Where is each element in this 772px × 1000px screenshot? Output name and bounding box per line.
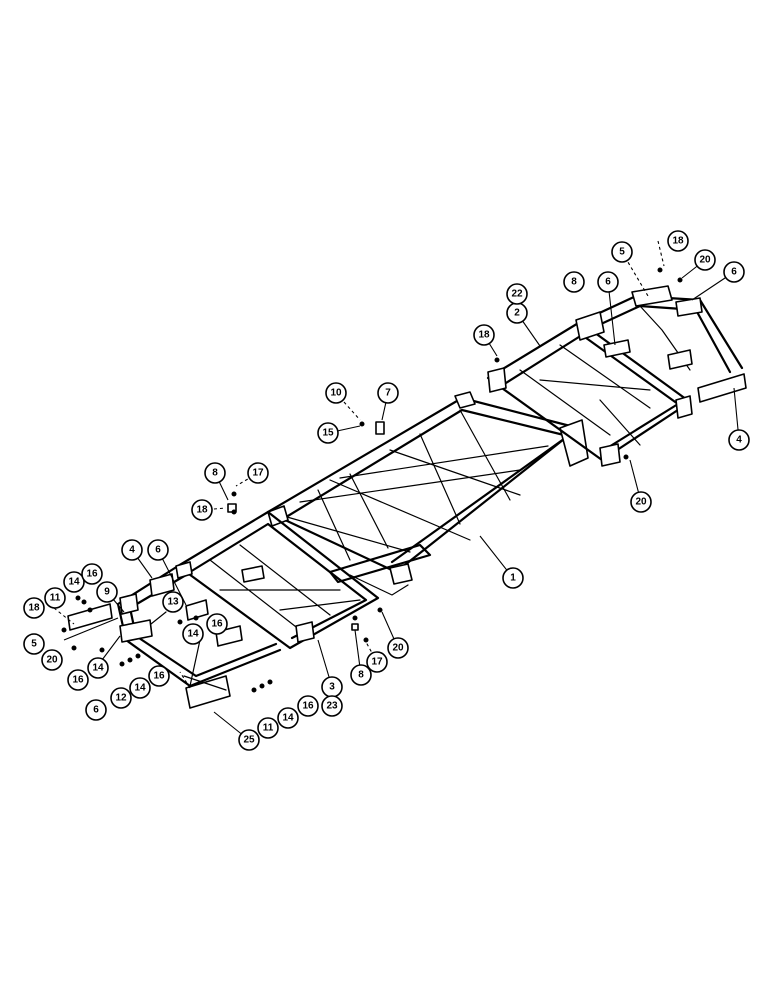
svg-text:4: 4: [736, 435, 742, 446]
svg-text:20: 20: [635, 497, 647, 508]
callout-8-top: 8: [204, 462, 226, 484]
right-wing-frame: [486, 285, 747, 467]
svg-text:7: 7: [385, 388, 391, 399]
callout-18-wing: 18: [473, 324, 495, 346]
svg-text:1: 1: [510, 573, 516, 584]
callout-7: 7: [377, 382, 399, 404]
callout-14-e: 14: [277, 707, 299, 729]
svg-text:2: 2: [514, 308, 520, 319]
svg-text:25: 25: [243, 735, 255, 746]
callout-13: 13: [162, 591, 184, 613]
callout-9: 9: [96, 581, 118, 603]
callout-10: 10: [325, 382, 347, 404]
callout-16-d: 16: [148, 665, 170, 687]
callout-5-left: 5: [23, 633, 45, 655]
svg-text:18: 18: [672, 236, 684, 247]
svg-text:10: 10: [330, 388, 342, 399]
callout-6-right: 6: [723, 261, 745, 283]
callout-18-top: 18: [667, 230, 689, 252]
callout-25: 25: [238, 729, 260, 751]
callout-23: 23: [321, 695, 343, 717]
callout-14-c: 14: [182, 623, 204, 645]
callout-15: 15: [317, 422, 339, 444]
callout-16-a: 16: [81, 563, 103, 585]
callout-6-bottom: 6: [85, 699, 107, 721]
callout-20-top: 20: [694, 249, 716, 271]
svg-text:8: 8: [358, 670, 364, 681]
svg-text:11: 11: [50, 593, 61, 604]
svg-text:20: 20: [46, 655, 58, 666]
svg-text:11: 11: [263, 723, 274, 734]
callout-14-b: 14: [87, 657, 109, 679]
leader-lines: [53, 240, 740, 741]
callout-3: 3: [321, 676, 343, 698]
svg-text:5: 5: [619, 247, 625, 258]
callout-2: 2: [506, 302, 528, 324]
svg-text:6: 6: [605, 277, 611, 288]
callout-22: 22: [506, 283, 528, 305]
svg-text:12: 12: [115, 693, 127, 704]
svg-text:18: 18: [196, 505, 208, 516]
svg-text:6: 6: [155, 545, 161, 556]
svg-text:14: 14: [68, 577, 80, 588]
svg-text:8: 8: [212, 468, 218, 479]
callout-17-top: 17: [247, 462, 269, 484]
callout-5-top: 5: [611, 241, 633, 263]
svg-text:16: 16: [86, 569, 98, 580]
svg-text:18: 18: [28, 603, 40, 614]
svg-text:23: 23: [326, 701, 338, 712]
callout-11-left: 11: [44, 587, 66, 609]
callout-18-left: 18: [23, 597, 45, 619]
svg-text:9: 9: [104, 587, 110, 598]
svg-text:17: 17: [371, 657, 383, 668]
callout-20-right: 20: [630, 491, 652, 513]
svg-text:15: 15: [322, 428, 334, 439]
callout-17-bottom: 17: [366, 651, 388, 673]
callout-1: 1: [502, 567, 524, 589]
svg-text:13: 13: [167, 597, 179, 608]
callout-12: 12: [110, 687, 132, 709]
svg-text:14: 14: [134, 683, 146, 694]
svg-text:5: 5: [31, 639, 37, 650]
loose-bar-part: [179, 671, 231, 709]
callout-6-left: 6: [147, 539, 169, 561]
callout-16-b: 16: [67, 669, 89, 691]
callout-4-left: 4: [121, 539, 143, 561]
svg-text:6: 6: [93, 705, 99, 716]
svg-text:18: 18: [478, 330, 490, 341]
callout-18-mid: 18: [191, 499, 213, 521]
main-frame: [266, 391, 589, 596]
svg-text:22: 22: [511, 289, 523, 300]
svg-text:8: 8: [571, 277, 577, 288]
left-wing-frame: [67, 510, 380, 688]
svg-text:6: 6: [731, 267, 737, 278]
svg-text:16: 16: [211, 619, 223, 630]
callout-8-right: 8: [563, 271, 585, 293]
svg-text:16: 16: [302, 701, 314, 712]
svg-text:4: 4: [129, 545, 135, 556]
svg-text:14: 14: [92, 663, 104, 674]
callout-20-left: 20: [41, 649, 63, 671]
callout-11-bottom: 11: [257, 717, 279, 739]
callout-20-mid: 20: [387, 637, 409, 659]
svg-text:3: 3: [329, 682, 335, 693]
callout-8-bottom: 8: [350, 664, 372, 686]
callout-16-e: 16: [297, 695, 319, 717]
callout-14-d: 14: [129, 677, 151, 699]
svg-text:20: 20: [699, 255, 711, 266]
svg-text:17: 17: [252, 468, 264, 479]
callout-16-c: 16: [206, 613, 228, 635]
callout-14-a: 14: [63, 571, 85, 593]
svg-text:14: 14: [187, 629, 199, 640]
svg-text:20: 20: [392, 643, 404, 654]
callout-6-mid: 6: [597, 271, 619, 293]
svg-text:16: 16: [72, 675, 84, 686]
svg-text:16: 16: [153, 671, 165, 682]
callout-4-right: 4: [728, 429, 750, 451]
svg-text:14: 14: [282, 713, 294, 724]
